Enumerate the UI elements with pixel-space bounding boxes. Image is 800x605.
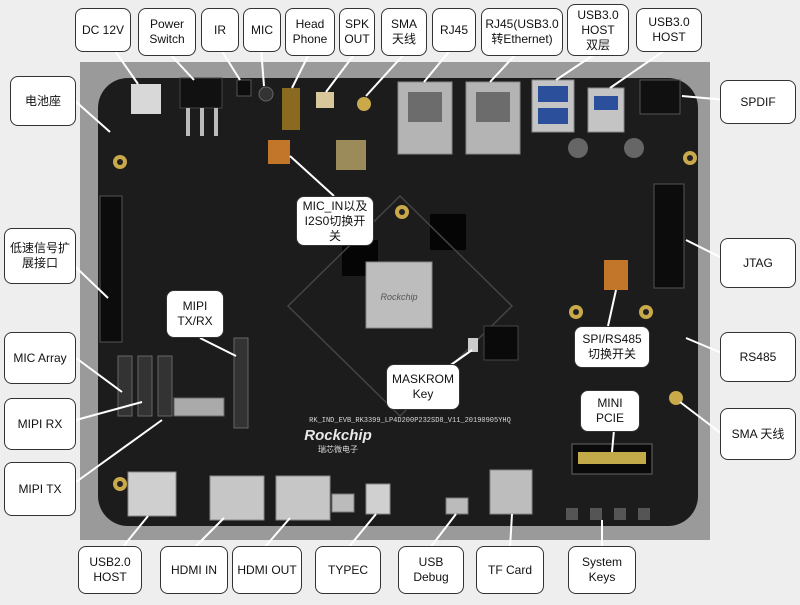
- label-rs485: RS485: [720, 332, 796, 382]
- headphone-jack: [282, 88, 300, 130]
- mic-i2s-switch: [268, 140, 290, 164]
- label-headphone: Head Phone: [285, 8, 335, 56]
- dc-jack: [131, 84, 161, 114]
- label-spdif: SPDIF: [720, 80, 796, 124]
- label-usb20-host: USB2.0 HOST: [78, 546, 142, 594]
- label-usb30-host: USB3.0 HOST: [636, 8, 702, 52]
- label-usb30-double: USB3.0 HOST 双层: [567, 4, 629, 56]
- lowspeed-header: [99, 195, 123, 343]
- label-mini-pcie: MINI PCIE: [580, 390, 640, 432]
- label-hdmi-in: HDMI IN: [160, 546, 228, 594]
- label-sma-right: SMA 天线: [720, 408, 796, 460]
- label-lowspeed: 低速信号扩 展接口: [4, 228, 76, 284]
- spdif-part: [639, 79, 681, 115]
- label-mipi-rx: MIPI RX: [4, 398, 76, 450]
- label-mic: MIC: [243, 8, 281, 52]
- label-usb-debug: USB Debug: [398, 546, 464, 594]
- silk-model: RK_IND_EVB_RK3399_LP4D200P232SD8_V11_201…: [309, 417, 511, 425]
- label-mic-array: MIC Array: [4, 332, 76, 384]
- spk-connector: [316, 92, 334, 108]
- soc-outline: [286, 194, 514, 418]
- mipi-txrx-conn: [233, 337, 249, 429]
- label-maskrom: MASKROM Key: [386, 364, 460, 410]
- soc-mark: Rockchip: [380, 292, 417, 302]
- label-typec: TYPEC: [315, 546, 381, 594]
- label-jtag: JTAG: [720, 238, 796, 288]
- power-switch-part: [179, 77, 223, 109]
- ir-receiver: [236, 79, 252, 97]
- typec-part: [365, 483, 391, 515]
- label-dc12v: DC 12V: [75, 8, 131, 52]
- hdmi-in-part: [209, 475, 265, 521]
- brand-logo: Rockchip: [304, 427, 372, 444]
- memory-chip: [430, 214, 466, 250]
- tf-card-part: [489, 469, 533, 515]
- mic-array-conn: [117, 355, 133, 417]
- label-mipi-tx: MIPI TX: [4, 462, 76, 516]
- callout-lines: [61, 47, 731, 549]
- label-hdmi-out: HDMI OUT: [232, 546, 302, 594]
- label-mic-in-i2s: MIC_IN以及 I2S0切换开关: [296, 196, 374, 246]
- label-tf-card: TF Card: [476, 546, 544, 594]
- brand-cn: 瑞芯微电子: [318, 444, 358, 454]
- label-sma-top: SMA 天线: [381, 8, 427, 56]
- usb-debug-part: [445, 497, 469, 515]
- label-spk-out: SPK OUT: [339, 8, 375, 56]
- mic-part: [258, 86, 274, 102]
- system-keys-part: [566, 508, 650, 520]
- jtag-header: [653, 183, 685, 289]
- label-power-switch: Power Switch: [138, 8, 196, 56]
- module-chip: [336, 140, 366, 170]
- soc-chip: [365, 261, 433, 329]
- label-spi-rs485: SPI/RS485 切换开关: [574, 326, 650, 368]
- mipi-tx-conn: [157, 355, 173, 417]
- label-battery: 电池座: [10, 76, 76, 126]
- spi-rs485-switch: [604, 260, 628, 290]
- label-mipi-txrx: MIPI TX/RX: [166, 290, 224, 338]
- hdmi-out-part: [275, 475, 331, 521]
- mounting-holes: [113, 151, 697, 491]
- usb20-part: [127, 471, 177, 517]
- label-rj45-usb: RJ45(USB3.0 转Ethernet): [481, 8, 563, 56]
- mipi-rx-conn: [137, 355, 153, 417]
- label-system-keys: System Keys: [568, 546, 636, 594]
- label-rj45: RJ45: [432, 8, 476, 52]
- label-ir: IR: [201, 8, 239, 52]
- maskrom-key: [468, 338, 478, 352]
- sma-top-part: [357, 97, 371, 111]
- sma-right-part: [669, 391, 683, 405]
